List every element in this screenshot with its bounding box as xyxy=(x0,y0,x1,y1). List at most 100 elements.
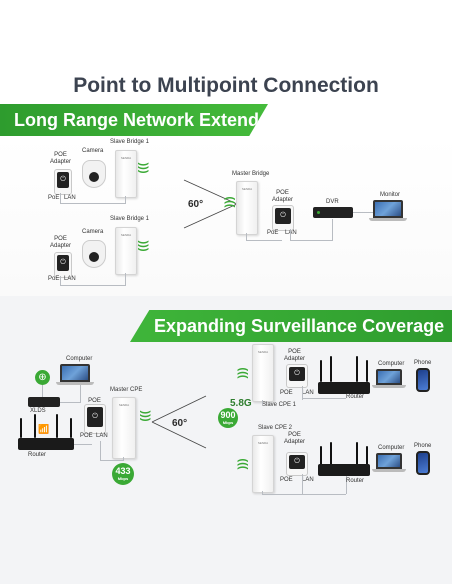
master-poe-adapter: ⏻ xyxy=(272,205,294,231)
angle-label: 60° xyxy=(188,199,204,210)
section2-background xyxy=(0,296,452,584)
poe-port-top-label: PoE xyxy=(48,195,60,201)
master-cpe: SENDA xyxy=(112,397,136,459)
slave1-poe-port-label: POE xyxy=(280,390,293,396)
cable xyxy=(346,476,347,494)
wifi-signal-icon: ))) xyxy=(137,240,150,252)
slave2-phone-label: Phone xyxy=(414,443,432,449)
left-speed-value: 433 xyxy=(115,466,131,476)
left-poe-port-label: POE xyxy=(80,433,93,439)
globe-icon: ⊕ xyxy=(35,370,50,385)
slave2-lan-port-label: LAN xyxy=(302,477,314,483)
slave-cpe-1-label: Slave CPE 1 xyxy=(262,402,297,408)
monitor-screen xyxy=(373,200,403,218)
cable xyxy=(353,212,375,213)
poe-adapter-top: ⏻ xyxy=(54,169,72,195)
slave1-phone xyxy=(416,368,430,392)
wifi-signal-icon: 📶 xyxy=(38,424,50,434)
left-lan-port-label: LAN xyxy=(96,433,108,439)
slave1-lan-port-label: LAN xyxy=(302,390,314,396)
antenna xyxy=(70,418,72,438)
slave2-poe-port-label: POE xyxy=(280,477,293,483)
wifi-signal-icon: ))) xyxy=(223,196,236,208)
antenna xyxy=(34,414,36,438)
poe-port-bottom-label: PoE xyxy=(48,276,60,282)
slave-cpe-2-label: Slave CPE 2 xyxy=(258,425,293,431)
wifi-signal-icon: ))) xyxy=(236,458,249,470)
cable xyxy=(302,398,346,399)
slave-bridge-bottom-label: Slave Bridge 1 xyxy=(110,216,150,222)
camera-bottom xyxy=(82,240,106,268)
slave1-speed-unit: Mbps xyxy=(222,420,234,425)
master-cpe-label: Master CPE xyxy=(110,387,143,393)
antenna xyxy=(366,360,368,382)
left-router-label: Router xyxy=(28,452,47,458)
left-speed-unit: Mbps xyxy=(117,476,129,481)
power-plug-icon: ⏻ xyxy=(294,458,300,465)
computer-left-screen xyxy=(60,364,90,382)
section1-banner: Long Range Network Extend xyxy=(0,104,268,136)
cable xyxy=(60,402,80,403)
slave-cpe-2: SENDA xyxy=(252,435,274,493)
slave2-computer-label: Computer xyxy=(378,445,405,451)
master-bridge: SENDA xyxy=(236,181,258,235)
slave1-computer-label: Computer xyxy=(378,361,405,367)
slave1-poe-adapter: ⏻ xyxy=(286,364,308,388)
cable xyxy=(125,196,126,204)
page-title: Point to Multipoint Connection xyxy=(73,74,379,97)
left-poe-adapter: ⏻ xyxy=(84,404,106,434)
section2-banner: Expanding Surveillance Coverage xyxy=(130,310,452,342)
slave-bridge-top-label: Slave Bridge 1 xyxy=(110,139,150,145)
slave1-speed-value: 900 xyxy=(220,410,236,420)
antenna xyxy=(320,360,322,382)
slave2-router xyxy=(318,464,370,476)
cable xyxy=(246,233,247,241)
cable xyxy=(332,219,333,241)
poe-top-label: POE Adapter xyxy=(50,152,72,165)
poe-bottom-label: POE Adapter xyxy=(50,236,72,249)
master-poe-port-label: PoE xyxy=(267,230,279,236)
slave1-computer-screen xyxy=(376,369,402,385)
coverage-angle-icon xyxy=(151,395,207,449)
master-bridge-label: Master Bridge xyxy=(232,171,270,177)
slave2-poe-label: POE Adapter xyxy=(284,432,306,445)
dvr-label: DVR xyxy=(326,199,339,205)
power-plug-icon: ⏻ xyxy=(60,176,66,183)
lan-port-bottom-label: LAN xyxy=(64,276,76,282)
cable xyxy=(302,386,303,400)
cable xyxy=(262,494,346,495)
antenna xyxy=(56,414,58,438)
antenna xyxy=(330,442,332,468)
slave2-computer-base xyxy=(372,469,406,472)
computer-left-label: Computer xyxy=(66,356,93,362)
band-label: 5.8G xyxy=(230,398,252,409)
cable xyxy=(302,474,303,494)
slave1-router xyxy=(318,382,370,394)
slave2-router-label: Router xyxy=(346,478,365,484)
wifi-signal-icon: ))) xyxy=(236,367,249,379)
cable xyxy=(123,457,124,461)
cable xyxy=(100,441,101,461)
computer-left-base xyxy=(56,382,94,385)
antenna xyxy=(356,356,358,382)
dvr-device xyxy=(313,207,353,218)
cable xyxy=(60,203,126,204)
lan-port-top-label: LAN xyxy=(64,195,76,201)
cable xyxy=(60,285,126,286)
xlds-label: XLDS xyxy=(30,408,46,414)
slave2-poe-adapter: ⏻ xyxy=(286,452,308,476)
camera-top-label: Camera xyxy=(82,148,104,154)
slave1-computer-base xyxy=(372,385,406,388)
camera-top xyxy=(82,160,106,188)
cable xyxy=(80,385,81,403)
antenna xyxy=(20,418,22,438)
cable xyxy=(125,273,126,285)
coverage-angle-icon xyxy=(183,179,238,229)
power-plug-icon: ⏻ xyxy=(280,212,286,219)
wifi-signal-icon: ))) xyxy=(137,162,150,174)
power-plug-icon: ⏻ xyxy=(294,370,300,377)
cable xyxy=(60,193,61,203)
cable xyxy=(42,385,43,397)
poe-adapter-bottom: ⏻ xyxy=(54,252,72,278)
cable xyxy=(100,460,123,461)
